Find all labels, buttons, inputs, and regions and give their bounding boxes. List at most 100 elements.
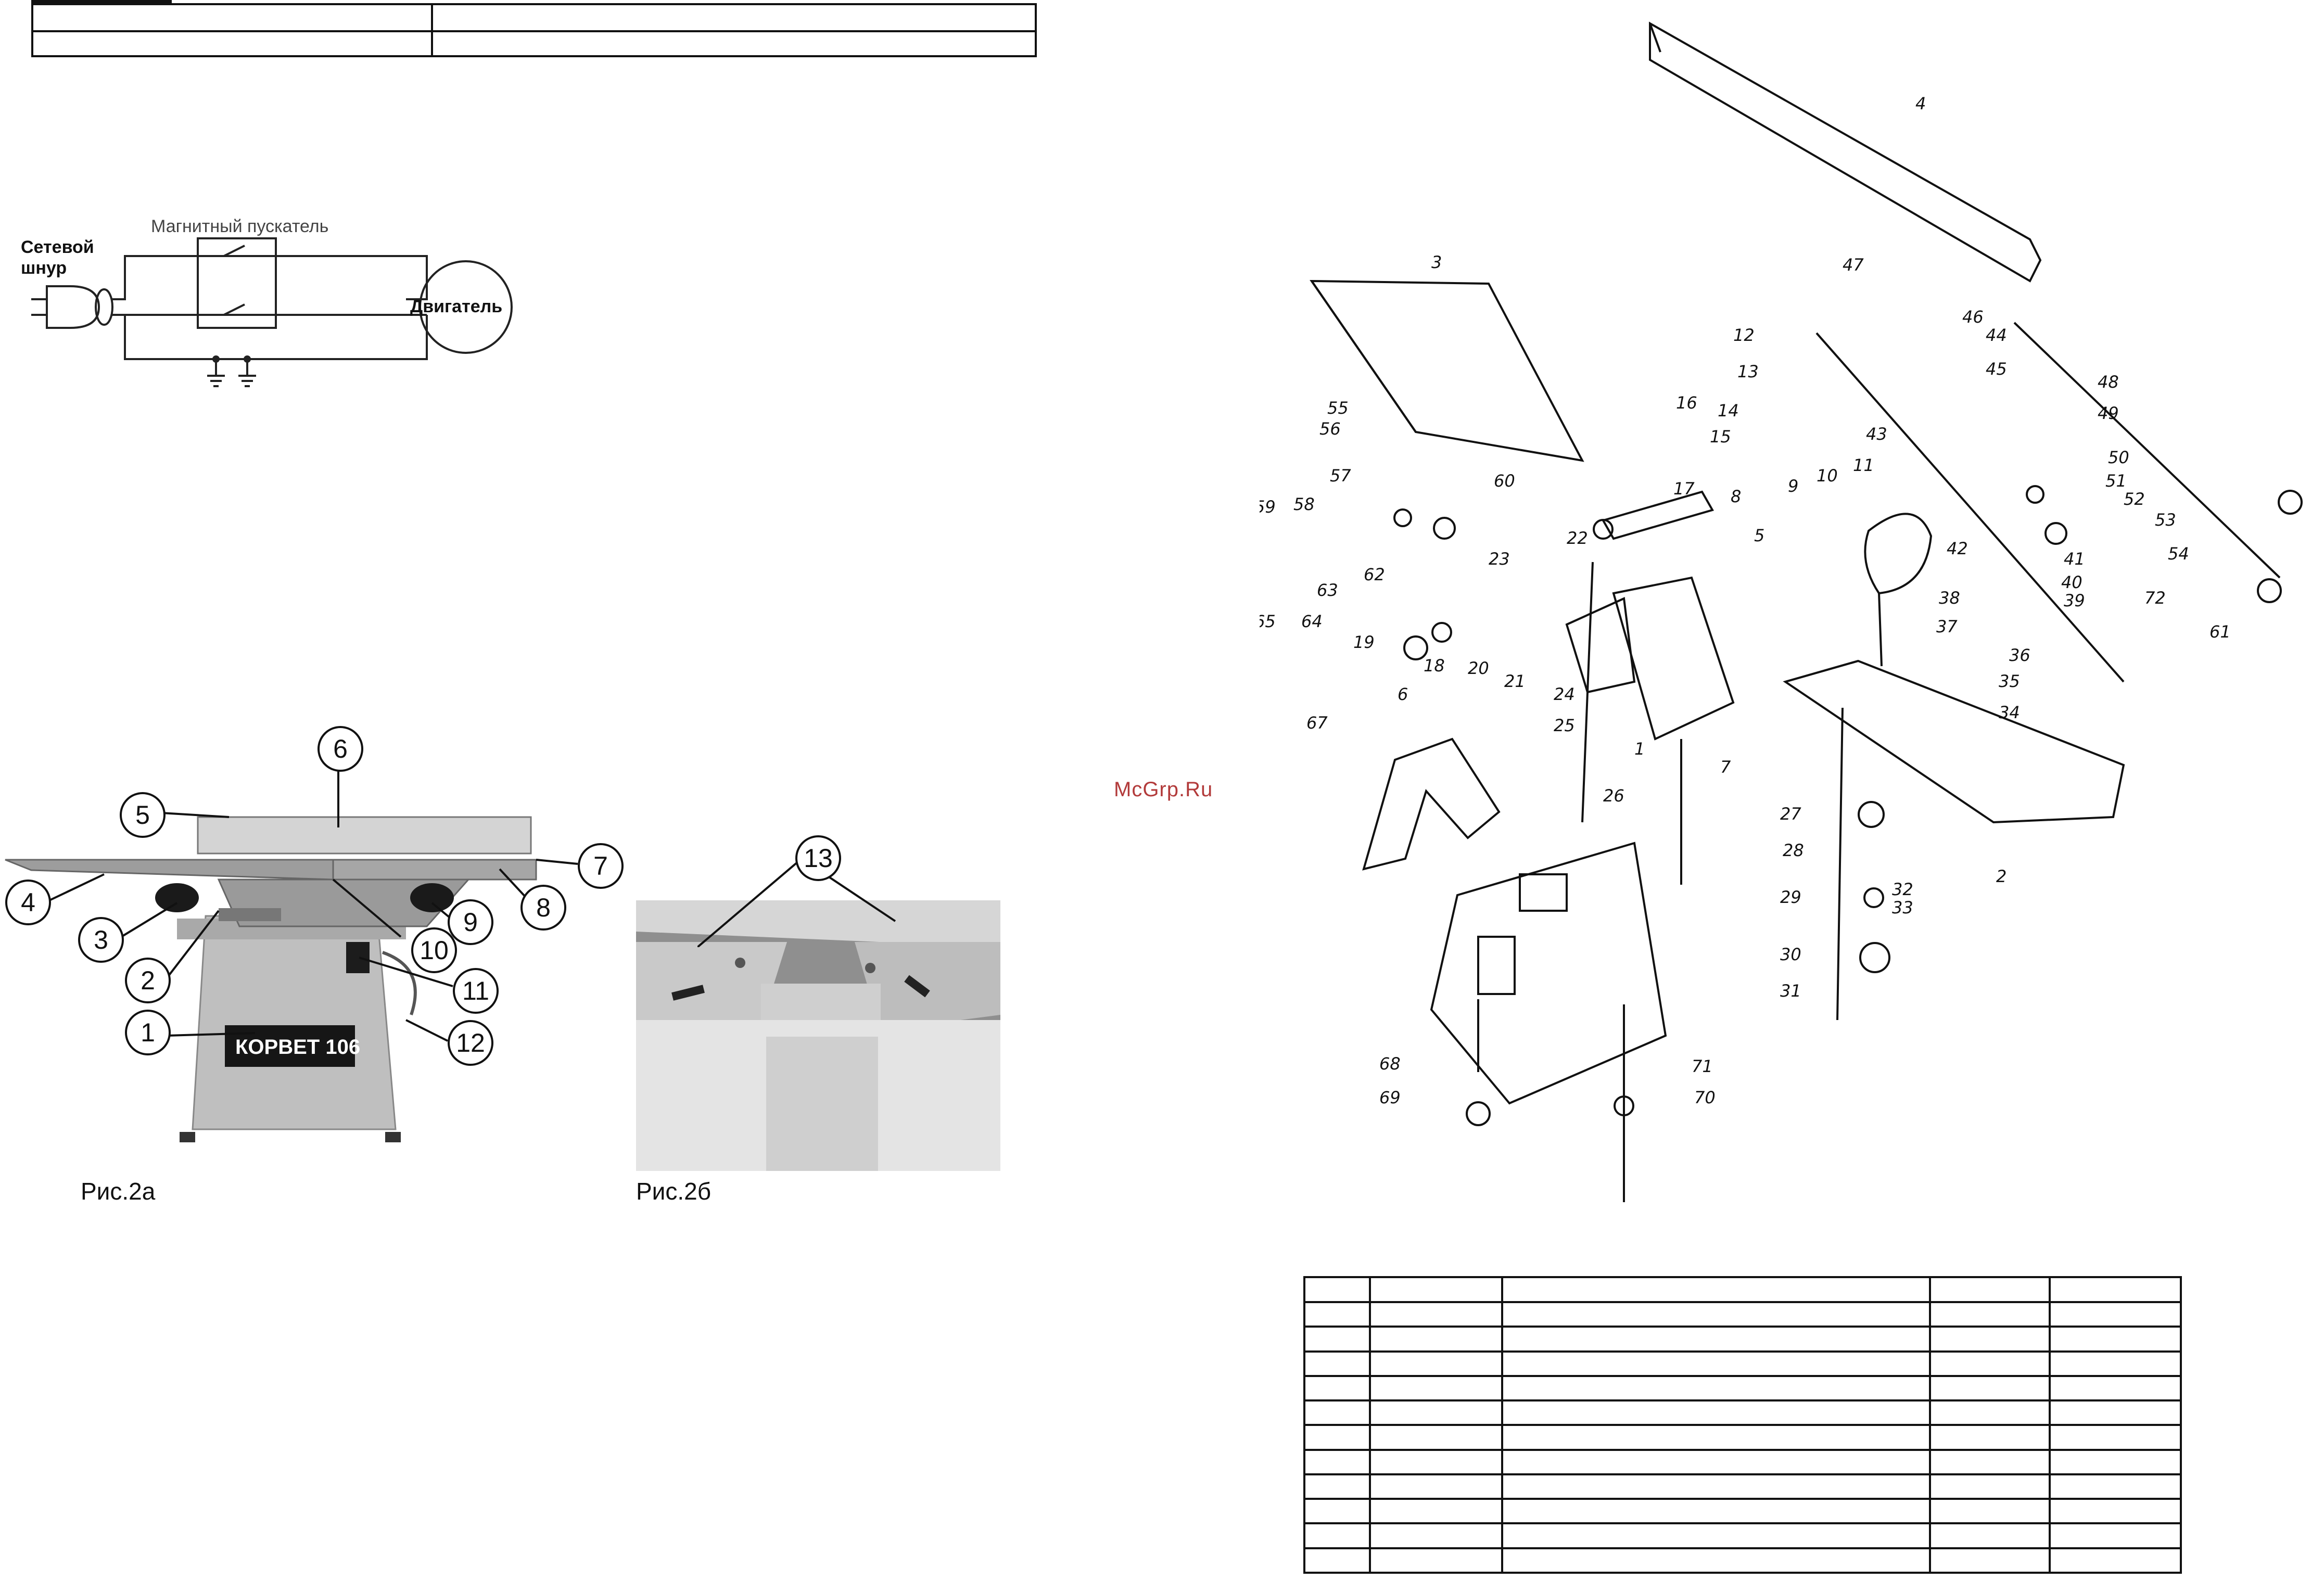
part-number: 21 xyxy=(1504,671,1526,691)
part-number: 27 xyxy=(1780,804,1801,824)
part-number: 4 xyxy=(1915,94,1926,113)
part-number: 56 xyxy=(1319,419,1341,439)
parts-table-cell xyxy=(1501,1547,1931,1574)
part-number: 62 xyxy=(1364,565,1385,584)
part-number: 32 xyxy=(1892,880,1913,899)
part-number: 52 xyxy=(2124,489,2145,509)
part-number: 6 xyxy=(1398,684,1408,704)
callout-4: 4 xyxy=(5,880,51,925)
part-number: 53 xyxy=(2155,510,2176,530)
part-number: 26 xyxy=(1603,786,1624,806)
exploded-diagram: 1 2 3 4 5 6 7 8 9 10 11 12 13 14 15 16 1… xyxy=(1213,0,2324,1228)
parts-table-cell xyxy=(1369,1301,1503,1328)
parts-table-cell xyxy=(1303,1473,1371,1500)
parts-table-cell xyxy=(1369,1399,1503,1426)
parts-table-cell xyxy=(1303,1350,1371,1377)
parts-table-cell xyxy=(1369,1448,1503,1475)
parts-table-cell xyxy=(1929,1399,2051,1426)
wiring-cord-label: Сетевой шнур xyxy=(21,237,94,278)
part-number: 69 xyxy=(1379,1088,1401,1107)
part-number: 5 xyxy=(1754,526,1764,545)
part-number: 36 xyxy=(2009,645,2030,665)
parts-table-cell xyxy=(1929,1301,2051,1328)
parts-table-cell xyxy=(1369,1350,1503,1377)
spec-cell xyxy=(431,30,1037,57)
part-number: 11 xyxy=(1853,455,1874,475)
wiring-motor-label: Двигатель xyxy=(410,297,503,316)
callout-11: 11 xyxy=(453,968,499,1014)
parts-table-cell xyxy=(2049,1350,2182,1377)
parts-table-cell xyxy=(2049,1276,2182,1303)
parts-table-cell xyxy=(1929,1473,2051,1500)
parts-table-cell xyxy=(1303,1301,1371,1328)
callout-6: 6 xyxy=(318,726,363,772)
parts-table-cell xyxy=(1501,1276,1931,1303)
photo-b-caption: Рис.2б xyxy=(636,1178,712,1205)
part-number: 18 xyxy=(1424,656,1445,676)
part-number: 23 xyxy=(1489,549,1510,569)
callout-9: 9 xyxy=(448,899,493,945)
parts-table-cell xyxy=(2049,1399,2182,1426)
parts-table-cell xyxy=(2049,1498,2182,1525)
parts-table-cell xyxy=(1501,1473,1931,1500)
parts-table-cell xyxy=(1303,1448,1371,1475)
parts-table-cell xyxy=(1303,1547,1371,1574)
parts-table-cell xyxy=(2049,1424,2182,1451)
part-number: 38 xyxy=(1939,588,1960,608)
parts-table-cell xyxy=(1303,1399,1371,1426)
part-numbers: 1 2 3 4 5 6 7 8 9 10 11 12 13 14 15 16 1… xyxy=(1213,94,2231,1107)
part-number: 17 xyxy=(1673,479,1695,499)
part-number: 43 xyxy=(1866,424,1887,444)
part-number: 58 xyxy=(1293,494,1315,514)
parts-table-cell xyxy=(1501,1301,1931,1328)
parts-table-cell xyxy=(1303,1276,1371,1303)
part-number: 60 xyxy=(1494,471,1515,491)
spec-cell xyxy=(31,3,433,32)
parts-table-cell xyxy=(1303,1326,1371,1353)
part-number: 10 xyxy=(1817,466,1838,486)
callout-5: 5 xyxy=(120,792,166,838)
callout-2: 2 xyxy=(125,958,171,1003)
parts-table xyxy=(1303,1276,2182,1574)
parts-table-cell xyxy=(1369,1326,1503,1353)
spec-cell xyxy=(431,3,1037,32)
parts-table-cell xyxy=(1303,1522,1371,1549)
part-number: 29 xyxy=(1780,887,1801,907)
part-number: 72 xyxy=(2144,588,2166,608)
parts-table-cell xyxy=(1501,1399,1931,1426)
part-number: 20 xyxy=(1468,658,1489,678)
part-number: 41 xyxy=(2064,549,2085,569)
part-number: 46 xyxy=(1962,307,1984,327)
part-number: 14 xyxy=(1718,401,1739,421)
part-number: 48 xyxy=(2098,372,2119,392)
parts-table-cell xyxy=(1369,1424,1503,1451)
part-number: 47 xyxy=(1843,255,1864,275)
parts-table-cell xyxy=(1929,1547,2051,1574)
part-number: 50 xyxy=(2108,448,2129,467)
watermark: McGrp.Ru xyxy=(1114,778,1213,801)
part-number: 3 xyxy=(1431,252,1442,272)
parts-table-cell xyxy=(1929,1522,2051,1549)
part-number: 42 xyxy=(1947,539,1968,558)
callout-1: 1 xyxy=(125,1010,171,1055)
parts-table-cell xyxy=(2049,1473,2182,1500)
parts-table-cell xyxy=(2049,1522,2182,1549)
part-number: 19 xyxy=(1353,632,1375,652)
callout-13: 13 xyxy=(795,835,841,881)
parts-table-cell xyxy=(1369,1498,1503,1525)
parts-table-cell xyxy=(1501,1522,1931,1549)
callout-8: 8 xyxy=(520,885,566,931)
parts-table-cell xyxy=(2049,1448,2182,1475)
parts-table-cell xyxy=(1929,1498,2051,1525)
part-number: 30 xyxy=(1780,945,1801,964)
part-number: 25 xyxy=(1554,716,1575,735)
part-number: 33 xyxy=(1892,898,1913,918)
part-number: 39 xyxy=(2064,591,2085,610)
parts-table-cell xyxy=(1369,1473,1503,1500)
wiring-diagram: Сетевой шнур Магнитный пускатель Двигате… xyxy=(16,208,526,406)
wiring-starter-label: Магнитный пускатель xyxy=(151,216,329,236)
part-number: 65 xyxy=(1260,611,1276,631)
callout-3: 3 xyxy=(78,917,124,963)
parts-table-cell xyxy=(1303,1374,1371,1402)
part-number: 9 xyxy=(1788,476,1798,496)
